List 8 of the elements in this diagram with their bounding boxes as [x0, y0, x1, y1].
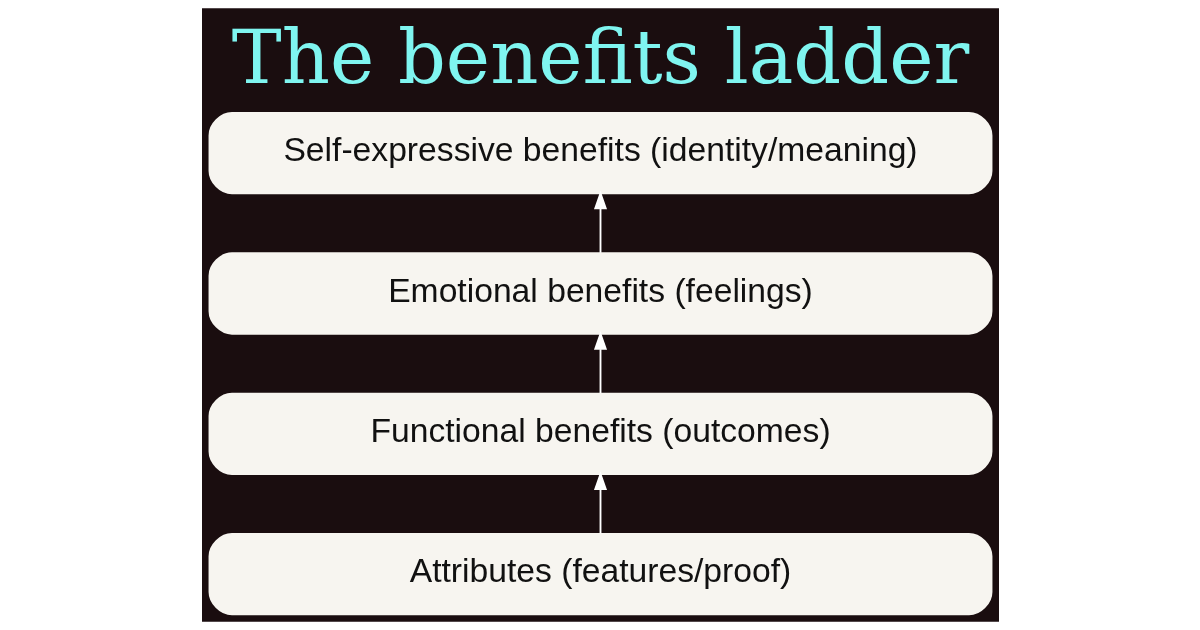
node-box: Functional benefits (outcomes) — [208, 392, 992, 475]
arrow — [593, 190, 607, 254]
node-box: Self-expressive benefits (identity/meaning) — [208, 112, 992, 195]
diagram-title: The benefits ladder — [231, 14, 969, 102]
node-box: Emotional benefits (feelings) — [208, 252, 992, 335]
arrow — [593, 471, 607, 535]
arrow — [593, 330, 607, 395]
node-box: Attributes (features/proof) — [208, 532, 992, 616]
